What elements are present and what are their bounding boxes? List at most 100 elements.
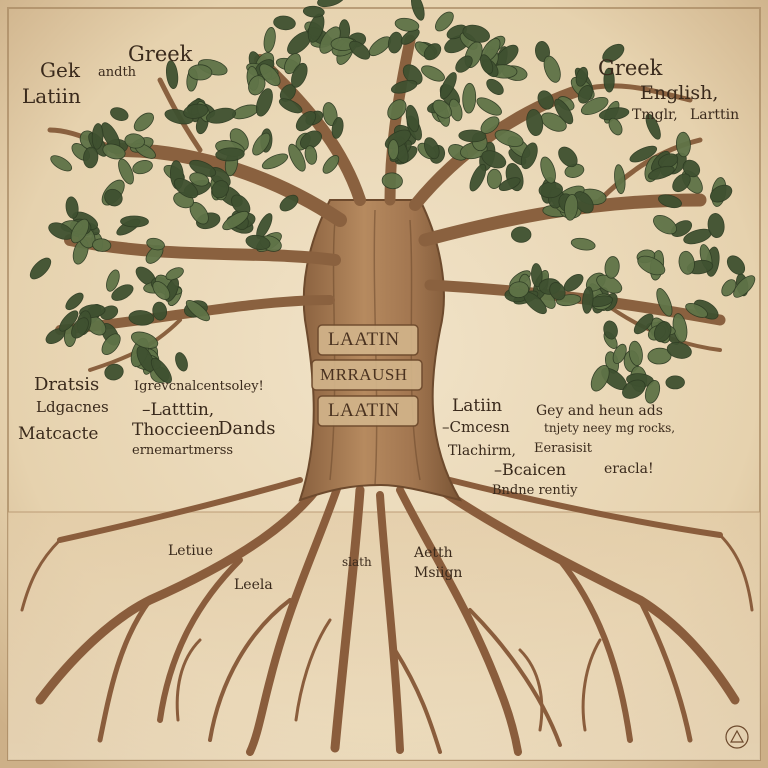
leaf — [273, 15, 296, 31]
leaf — [215, 147, 245, 162]
label-andth: andth — [98, 65, 137, 80]
leaf — [726, 255, 746, 275]
leaves — [29, 0, 756, 404]
leaf — [71, 317, 89, 339]
label-slath: slath — [342, 555, 372, 569]
label-gek: Gek — [40, 58, 80, 82]
label-tnjety: tnjety neey mg rocks, — [544, 421, 676, 435]
leaf — [300, 130, 322, 150]
label-bndne-rentiy: Bndne rentiy — [492, 483, 578, 498]
leaf — [152, 301, 168, 321]
leaf — [629, 145, 658, 163]
leaf — [205, 107, 237, 124]
label-ernemartmerss: ernemartmerss — [132, 443, 234, 458]
leaf — [390, 80, 418, 94]
trunk-bands — [311, 324, 423, 427]
leaf — [173, 178, 199, 199]
leaf — [394, 17, 420, 32]
leaf — [291, 62, 308, 88]
label-tmglr: Tmglr, — [632, 107, 678, 123]
leaf — [188, 64, 213, 81]
leaf — [131, 331, 159, 349]
label-leela: Leela — [234, 577, 273, 593]
leaf — [721, 279, 737, 297]
leaf — [435, 11, 454, 32]
leaf — [481, 150, 507, 169]
leaf — [261, 153, 289, 170]
leaf — [152, 281, 171, 300]
leaf — [423, 43, 442, 61]
leaf — [685, 302, 708, 318]
leaf — [65, 196, 79, 219]
label-tlachirm: Tlachirm, — [448, 443, 516, 459]
roots — [20, 465, 754, 756]
leaf — [263, 27, 276, 53]
leaf — [183, 103, 209, 119]
leaf — [102, 143, 126, 160]
leaf — [259, 63, 281, 87]
trunk-label-mrraush: MRRAUSH — [320, 365, 408, 384]
leaf — [211, 180, 229, 199]
leaf — [580, 97, 609, 115]
label-dratsis: Dratsis — [34, 374, 100, 395]
leaf — [349, 40, 371, 60]
leaf — [707, 213, 725, 238]
leaf — [653, 215, 677, 235]
leaf — [582, 286, 594, 314]
leaf — [104, 363, 124, 381]
label-matcacte: Matcacte — [18, 424, 99, 444]
leaf — [133, 112, 154, 132]
label-ldgacnes: Ldgacnes — [36, 398, 109, 416]
leaf — [381, 172, 403, 190]
label-dands: Dands — [218, 418, 276, 439]
leaf — [288, 143, 306, 172]
label-thoccieen: Thoccieen — [132, 420, 221, 440]
leaf — [666, 342, 692, 359]
leaf — [608, 117, 623, 136]
leaf — [387, 99, 407, 120]
leaf — [111, 284, 134, 301]
leaf — [508, 281, 530, 299]
leaf — [104, 188, 123, 207]
label-bcaicen: –Bcaicen — [494, 460, 567, 479]
leaf — [455, 55, 473, 73]
leaf — [175, 352, 188, 372]
label-igrevcnal: Igrevcnalcentsoley! — [134, 379, 264, 394]
leaf — [733, 275, 756, 298]
leaf — [136, 345, 155, 372]
leaf — [709, 184, 733, 203]
leaf — [498, 177, 521, 191]
leaf — [494, 129, 524, 147]
leaf — [462, 24, 490, 43]
label-eracla: eracla! — [604, 461, 654, 477]
leaf — [520, 142, 538, 170]
leaf — [128, 310, 155, 326]
leaf — [604, 256, 620, 279]
leaf — [331, 117, 344, 139]
leaf — [603, 320, 618, 340]
label-latiin-right: Latiin — [452, 396, 503, 416]
leaf — [387, 139, 399, 161]
leaf — [614, 164, 626, 195]
leaf — [65, 292, 84, 311]
leaf — [440, 72, 457, 100]
leaf — [543, 55, 561, 83]
leaf — [245, 234, 271, 250]
leaf — [118, 158, 134, 185]
leaf — [644, 380, 661, 404]
leaf — [675, 131, 691, 158]
leaf — [92, 238, 112, 252]
leaf — [124, 133, 145, 149]
leaf — [658, 194, 682, 209]
leaf — [602, 43, 625, 63]
leaf — [405, 104, 420, 133]
leaf — [255, 88, 273, 117]
label-aetth: Aetth — [414, 545, 453, 561]
leaf — [637, 255, 666, 276]
label-gey-and-heun: Gey and heun ads — [536, 403, 663, 419]
leaf — [526, 109, 544, 136]
leaf — [653, 321, 672, 343]
leaf — [248, 75, 266, 96]
